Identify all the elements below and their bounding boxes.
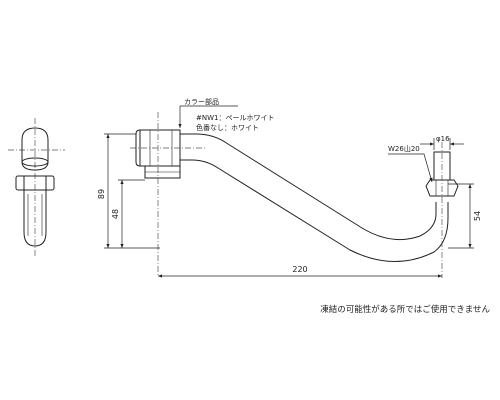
spout-pipe-lower [180, 159, 449, 262]
side-pipe [23, 190, 47, 247]
color-option-pale-white: #NW1：ペールホワイト [196, 114, 274, 122]
side-view [8, 118, 65, 258]
side-knob-rim [21, 157, 49, 167]
dim-label-89: 89 [97, 189, 106, 199]
dim-label-48: 48 [111, 209, 120, 219]
color-option-white: 色番なし：ホワイト [196, 123, 259, 132]
dim-label-220: 220 [292, 265, 307, 274]
side-nut [15, 175, 55, 191]
dimensions [104, 105, 474, 278]
color-parts-label: カラー部品 [184, 97, 219, 106]
dim-label-54: 54 [473, 211, 482, 221]
thread-leader [388, 153, 433, 183]
thread-label: W26山20 [388, 144, 420, 153]
diameter-label: φ16 [436, 135, 450, 143]
usage-note: 凍結の可能性がある所ではご使用できません [320, 304, 490, 315]
front-view [130, 112, 459, 278]
spout-pipe-upper [180, 133, 437, 241]
